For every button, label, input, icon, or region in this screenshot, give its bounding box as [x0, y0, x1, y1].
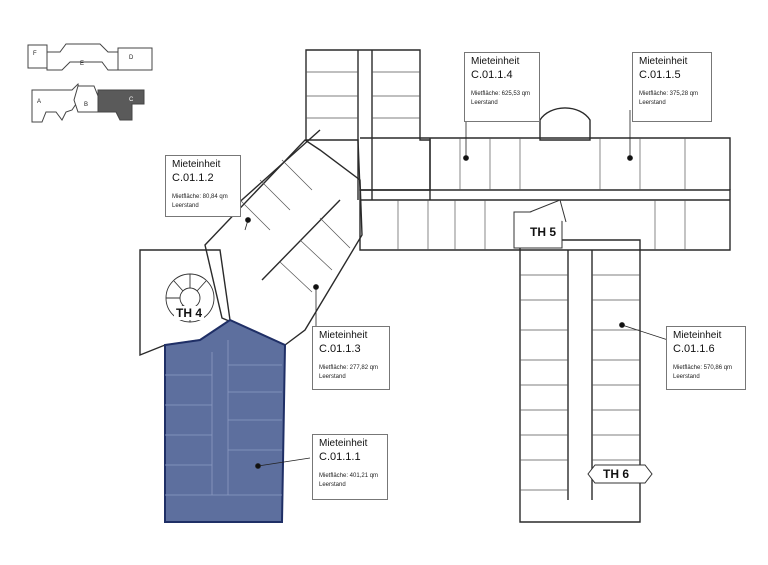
unit-title: Mieteinheit	[471, 56, 520, 67]
unit-area: Mietfläche: 80,84 qm	[172, 194, 228, 200]
key-label-e: E	[80, 61, 84, 67]
key-part-d	[117, 47, 153, 71]
key-part-f	[27, 44, 48, 69]
unit-area: Mietfläche: 625,53 qm	[471, 91, 531, 97]
unit-title: Mieteinheit	[319, 330, 368, 341]
unit-label-c0113: Mieteinheit C.01.1.3 Mietfläche: 277,82 …	[312, 326, 390, 390]
unit-code: C.01.1.2	[172, 172, 214, 184]
room-partitions	[239, 71, 686, 491]
stairwell-label-th6: TH 6	[603, 467, 630, 481]
unit-code: C.01.1.4	[471, 69, 513, 81]
key-part-c	[97, 89, 145, 121]
unit-label-c0114: Mieteinheit C.01.1.4 Mietfläche: 625,53 …	[464, 52, 540, 122]
unit-area: Mietfläche: 375,28 qm	[639, 91, 699, 97]
unit-code: C.01.1.3	[319, 343, 361, 355]
unit-status: Leerstand	[172, 203, 199, 209]
unit-label-c0115: Mieteinheit C.01.1.5 Mietfläche: 375,28 …	[632, 52, 712, 122]
key-label-b: B	[84, 102, 88, 108]
key-label-c: C	[129, 97, 134, 103]
key-label-a: A	[37, 99, 41, 105]
unit-status: Leerstand	[319, 374, 346, 380]
stairwell-label-th5: TH 5	[528, 225, 559, 239]
unit-label-c0112: Mieteinheit C.01.1.2 Mietfläche: 80,84 q…	[165, 155, 241, 217]
unit-code: C.01.1.6	[673, 343, 715, 355]
unit-c0111-area[interactable]	[164, 318, 287, 523]
leader-lines	[244, 110, 669, 469]
unit-code: C.01.1.1	[319, 451, 361, 463]
key-part-a	[31, 82, 81, 123]
unit-area: Mietfläche: 277,82 qm	[319, 365, 379, 371]
stairwell-label-th4: TH 4	[174, 306, 205, 320]
stair-th6-drawing	[587, 464, 653, 484]
unit-status: Leerstand	[639, 100, 666, 106]
unit-title: Mieteinheit	[673, 330, 722, 341]
unit-title: Mieteinheit	[172, 159, 221, 170]
key-label-f: F	[33, 51, 37, 57]
stair-th5-drawing	[513, 199, 567, 249]
unit-title: Mieteinheit	[319, 438, 368, 449]
key-label-d: D	[129, 55, 134, 61]
unit-title: Mieteinheit	[639, 56, 688, 67]
building-key-map	[27, 43, 153, 123]
unit-area: Mietfläche: 570,86 qm	[673, 365, 733, 371]
unit-code: C.01.1.5	[639, 69, 681, 81]
unit-label-c0111: Mieteinheit C.01.1.1 Mietfläche: 401,21 …	[312, 434, 388, 500]
unit-status: Leerstand	[673, 374, 700, 380]
unit-status: Leerstand	[319, 482, 346, 488]
unit-area: Mietfläche: 401,21 qm	[319, 473, 379, 479]
unit-status: Leerstand	[471, 100, 498, 106]
key-labels: F E D A B C	[33, 51, 134, 108]
key-part-b	[73, 85, 99, 113]
unit-label-c0116: Mieteinheit C.01.1.6 Mietfläche: 570,86 …	[666, 326, 746, 390]
